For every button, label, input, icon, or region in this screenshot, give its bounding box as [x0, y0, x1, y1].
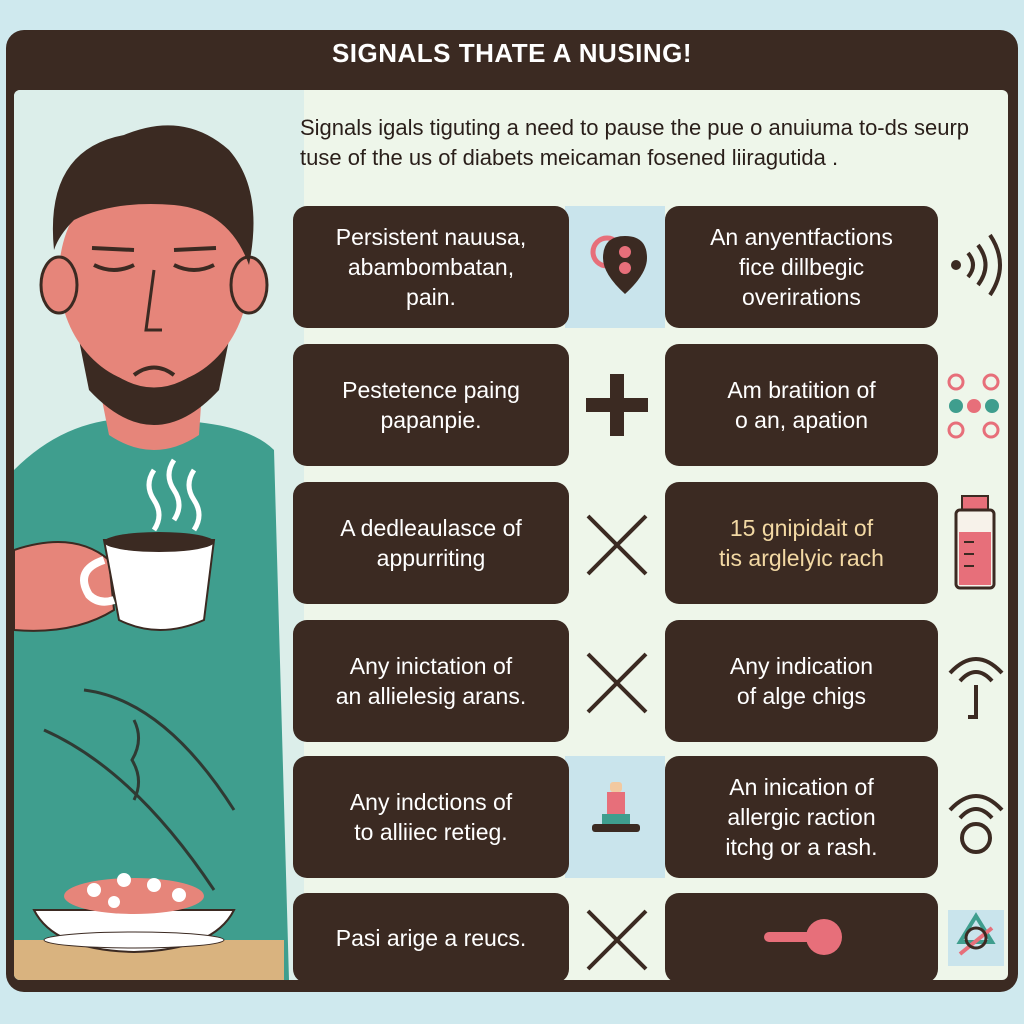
signal-card-left: A dedleaulasce of appurriting: [293, 482, 569, 604]
signal-card-left: Persistent nauusa, abambombatan, pain.: [293, 206, 569, 328]
signal-card-right: Any indication of alge chigs: [665, 620, 938, 742]
signal-card-left: Pasi arige a reucs.: [293, 893, 569, 983]
signal-card-right: An anyentfactions fice dillbegic overira…: [665, 206, 938, 328]
subtitle-text: Signals igals tiguting a need to pause t…: [300, 115, 970, 170]
page-title: SIGNALS THATE A NUSING!: [331, 38, 693, 68]
key-icon: [764, 919, 842, 955]
signal-card-left: Any indctions of to alliiec retieg.: [293, 756, 569, 878]
signal-card-left: Any inictation of an allielesig arans.: [293, 620, 569, 742]
inhaler-icon: [592, 782, 640, 832]
x-mark-icon: [586, 652, 648, 714]
location-pin-icon: [590, 235, 647, 294]
signal-circle-icon: [948, 794, 1004, 854]
x-mark-icon: [586, 514, 648, 576]
plus-icon: [586, 374, 648, 436]
signal-card-right: An inication of allergic raction itchg o…: [665, 756, 938, 878]
bottle-icon: [954, 495, 996, 590]
signal-card-right: Am bratition of o an, apation: [665, 344, 938, 466]
man-illustration: [14, 90, 304, 980]
dots-grid-icon: [947, 373, 1000, 439]
sound-wave-icon: [951, 233, 1002, 297]
signal-card-left: Pestetence paing papanpie.: [293, 344, 569, 466]
x-mark-icon: [586, 909, 648, 971]
recycle-icon: [948, 910, 1004, 966]
signal-card-right: 15 gnipidait of tis arglelyic rach: [665, 482, 938, 604]
signal-hook-icon: [948, 657, 1004, 719]
